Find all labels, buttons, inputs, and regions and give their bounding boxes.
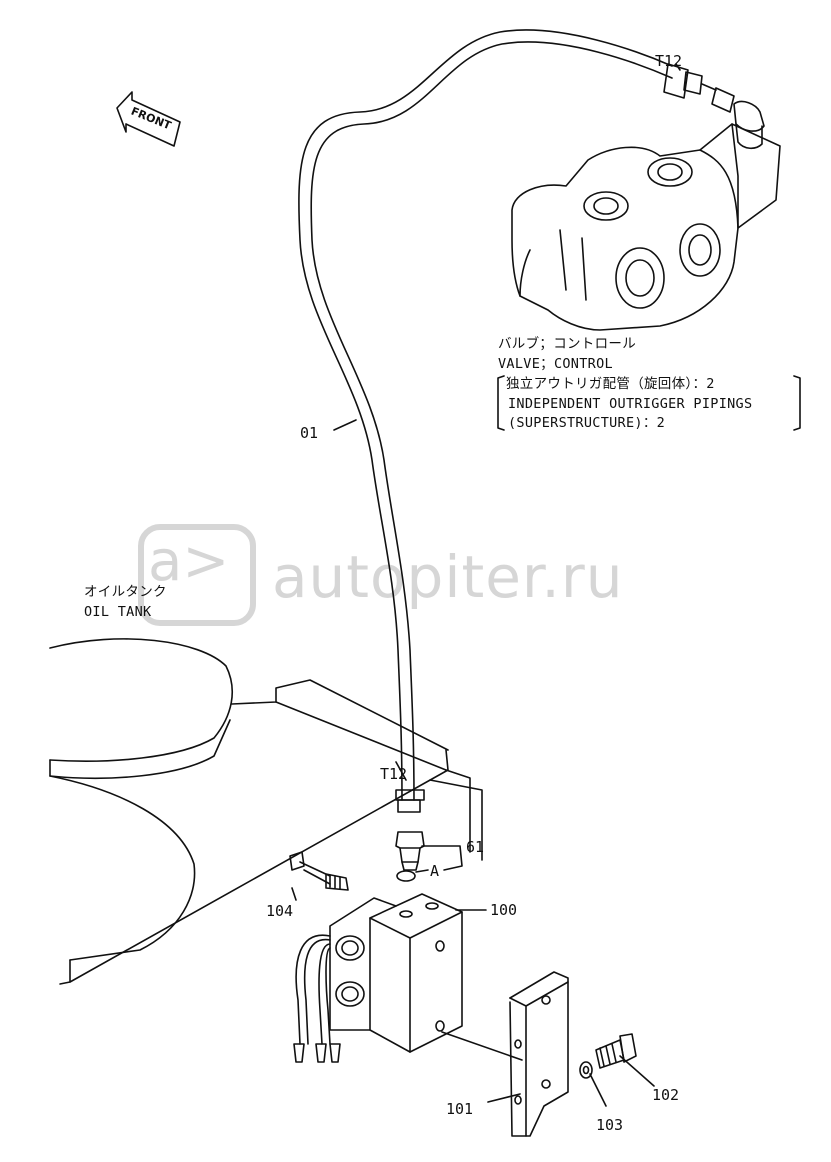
- block-100: [329, 893, 463, 1053]
- control-valve-body: [511, 123, 781, 331]
- adapter-61: [395, 831, 425, 871]
- oil-tank: [49, 638, 483, 985]
- solenoid-wires: [293, 934, 341, 1063]
- label-t12-bottom: T12: [380, 765, 408, 783]
- leader-lines: [291, 63, 681, 1107]
- valve-en-detail-1: INDEPENDENT OUTRIGGER PIPINGS: [508, 396, 753, 412]
- watermark-text: autopiter.ru: [272, 543, 624, 611]
- label-washer-103: 103: [596, 1116, 624, 1134]
- label-block-100: 100: [490, 901, 518, 919]
- label-oring-a: A: [430, 862, 440, 880]
- bracket-101: [509, 971, 569, 1137]
- bottom-fitting: [395, 789, 425, 813]
- label-t12-top: T12: [655, 52, 683, 70]
- tank-jp-label: オイルタンク: [84, 584, 167, 600]
- front-arrow-icon: [116, 91, 181, 147]
- valve-jp-title: バルブ；コントロール: [498, 336, 636, 352]
- washer-103: [579, 1061, 593, 1079]
- screw-102: [595, 1033, 637, 1069]
- watermark-logo-icon: a>: [148, 529, 230, 594]
- valve-en-detail-2: (SUPERSTRUCTURE)：2: [508, 415, 666, 431]
- valve-jp-detail: 独立アウトリガ配管（旋回体）：2: [506, 376, 715, 392]
- label-bolt-104: 104: [266, 902, 294, 920]
- note-brackets: [497, 375, 801, 431]
- label-screw-102: 102: [652, 1086, 680, 1104]
- tank-en-label: OIL TANK: [84, 604, 152, 620]
- label-hose-01: 01: [300, 424, 319, 442]
- oring-a: [396, 870, 416, 882]
- top-fitting: [663, 63, 765, 150]
- label-bracket-101: 101: [446, 1100, 474, 1118]
- bolt-104: [289, 851, 349, 891]
- hose-01: [298, 29, 673, 801]
- valve-en-title: VALVE；CONTROL: [498, 356, 613, 372]
- watermark-logo-frame: [138, 524, 256, 626]
- label-adapter-61: 61: [466, 838, 485, 856]
